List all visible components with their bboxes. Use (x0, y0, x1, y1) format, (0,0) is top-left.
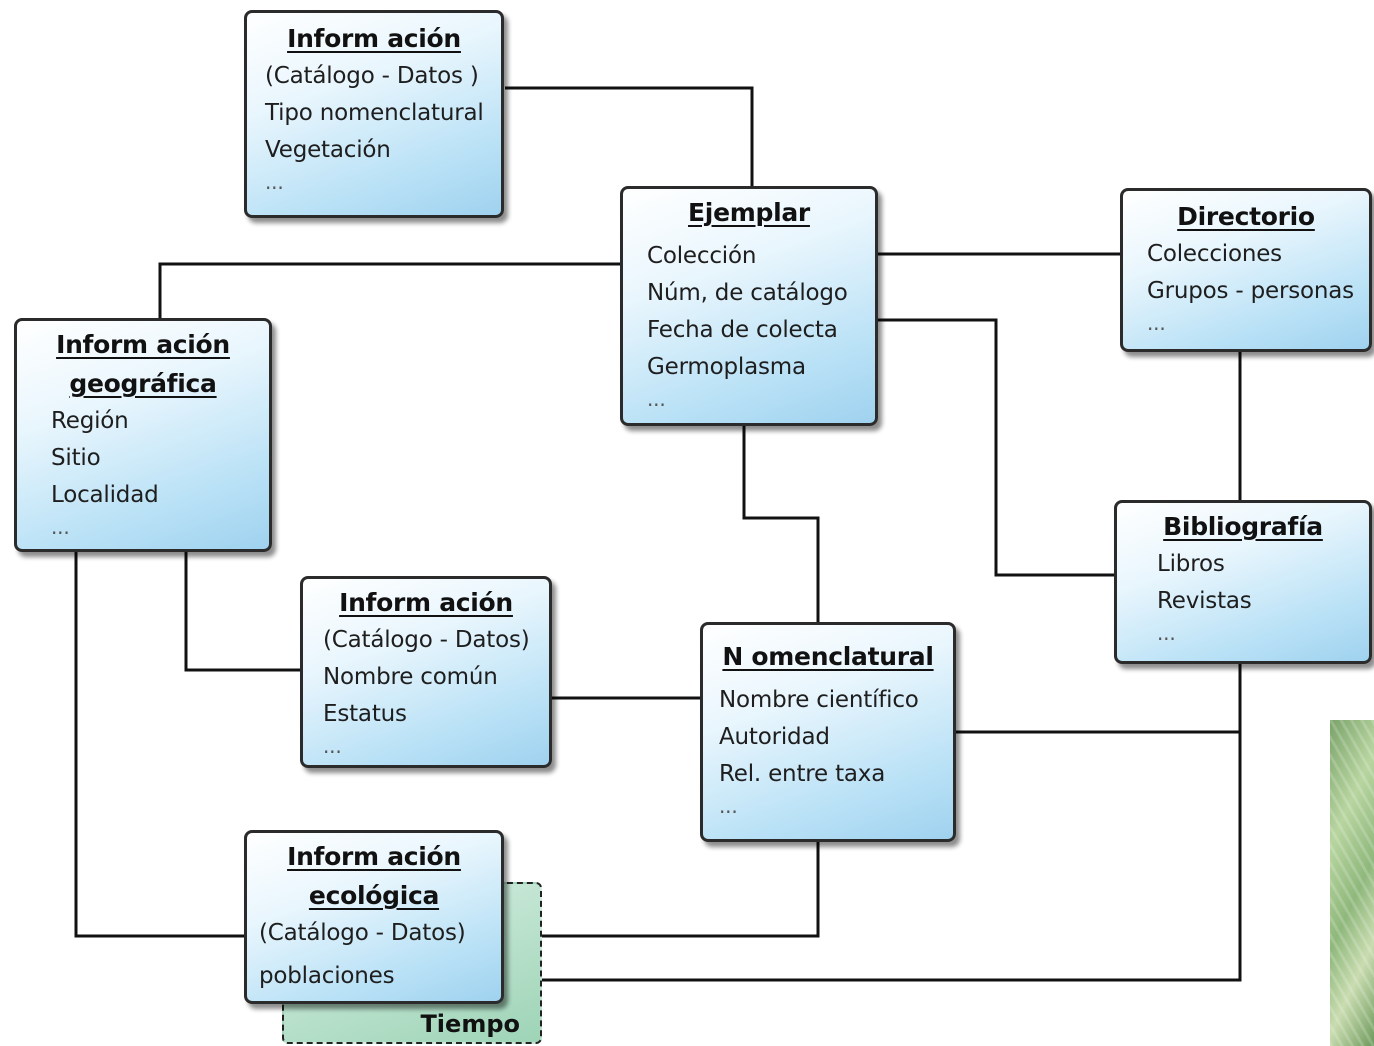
tiempo-label: Tiempo (420, 1010, 520, 1038)
connector-nomenclatural-ecologica (504, 842, 820, 938)
box-line: Grupos - personas (1147, 278, 1354, 304)
box-nomenclatural: N omenclatural Nombre científico Autorid… (700, 622, 956, 842)
box-directorio: Directorio Colecciones Grupos - personas… (1120, 188, 1372, 352)
box-title-line2: ecológica (308, 881, 440, 910)
connector-geografica-catalogo (184, 551, 300, 672)
box-bibliografia: Bibliografía Libros Revistas ... (1114, 500, 1372, 664)
connector-geografica-ecologica (74, 551, 244, 938)
connector-ejemplar-nomenclatural (742, 424, 820, 622)
box-line: Colecciones (1147, 241, 1282, 267)
box-title: Inform ación (339, 588, 513, 617)
box-line: Región (51, 408, 129, 434)
box-line: (Catálogo - Datos ) (265, 63, 479, 89)
box-title: Directorio (1177, 202, 1315, 231)
box-title: Inform ación (287, 24, 461, 53)
box-title: Bibliografía (1163, 512, 1323, 541)
box-title-line1: Inform ación (56, 330, 230, 359)
box-title-line2: geográfica (69, 369, 217, 398)
box-title-line1: Inform ación (287, 842, 461, 871)
box-line: Libros (1157, 551, 1225, 577)
connector-ejemplar-bibliografia (877, 318, 1114, 577)
box-line: (Catálogo - Datos) (259, 920, 466, 946)
box-line: Sitio (51, 445, 101, 471)
box-line: Revistas (1157, 588, 1252, 614)
box-line: Tipo nomenclatural (265, 100, 484, 126)
box-line-ellipsis: ... (647, 387, 666, 411)
box-line: Fecha de colecta (647, 317, 838, 343)
box-line: poblaciones (259, 963, 395, 989)
box-line: Nombre común (323, 664, 498, 690)
box-line-ellipsis: ... (265, 170, 284, 194)
box-ejemplar: Ejemplar Colección Núm, de catálogo Fech… (620, 186, 878, 426)
box-line: Rel. entre taxa (719, 761, 886, 787)
box-line-ellipsis: ... (1147, 311, 1166, 335)
connector-ejemplar-geografica (158, 262, 620, 318)
leaf-image-texture (1330, 720, 1374, 1046)
box-title: Ejemplar (688, 198, 810, 227)
box-title: N omenclatural (722, 642, 934, 671)
box-line-ellipsis: ... (719, 794, 738, 818)
box-line: Estatus (323, 701, 407, 727)
box-line: Vegetación (265, 137, 391, 163)
box-line: Colección (647, 243, 757, 269)
connector-info-ejemplar (505, 86, 754, 188)
box-informacion-catalogo-mid: Inform ación (Catálogo - Datos) Nombre c… (300, 576, 552, 768)
leaf-image (1330, 720, 1374, 1046)
connector-tiempo-bibliografia (540, 732, 1242, 982)
box-informacion-ecologica: Inform ación ecológica (Catálogo - Datos… (244, 830, 504, 1004)
box-line-ellipsis: ... (1157, 621, 1176, 645)
box-line: Germoplasma (647, 354, 806, 380)
box-informacion-catalogo-top: Inform ación (Catálogo - Datos ) Tipo no… (244, 10, 504, 218)
box-line-ellipsis: ... (323, 734, 342, 758)
box-line: Autoridad (719, 724, 830, 750)
box-line: Localidad (51, 482, 159, 508)
box-line: (Catálogo - Datos) (323, 627, 530, 653)
box-line: Nombre científico (719, 687, 919, 713)
connector-nomenclatural-bibliografia (956, 664, 1242, 734)
box-line-ellipsis: ... (51, 515, 70, 539)
box-informacion-geografica: Inform ación geográfica Región Sitio Loc… (14, 318, 272, 552)
box-line: Núm, de catálogo (647, 280, 848, 306)
